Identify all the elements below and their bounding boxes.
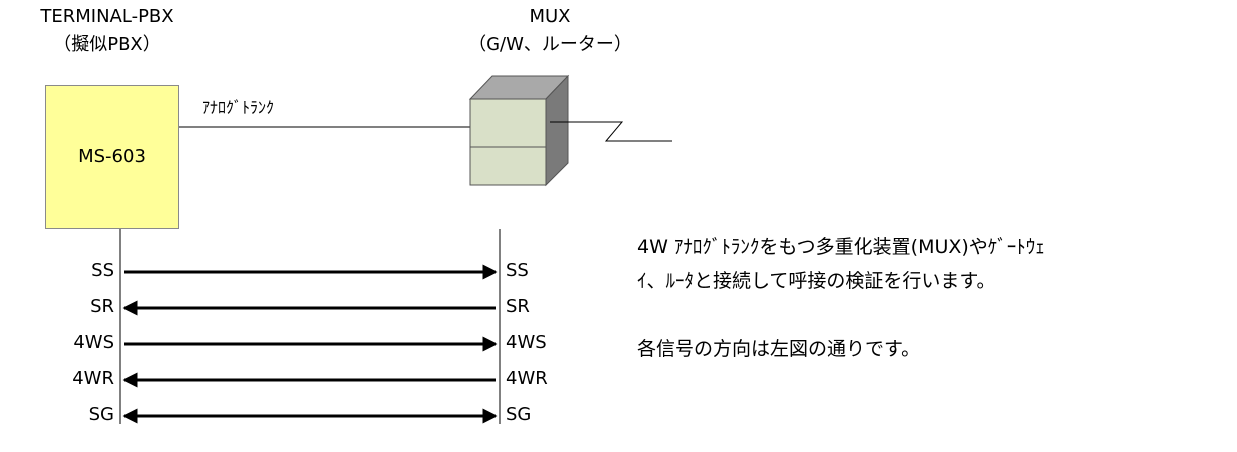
mux-title: MUX <box>529 6 571 27</box>
description-line: 各信号の方向は左図の通りです。 <box>637 338 921 360</box>
signal-right-label: SS <box>506 260 529 281</box>
signal-right-label: SR <box>506 296 530 317</box>
pbx-model-label: MS-603 <box>78 146 146 167</box>
signal-left-label: 4WR <box>72 368 114 389</box>
mux-subtitle: （G/W、ルーター） <box>468 34 632 55</box>
description-line: ｲ、ﾙｰﾀと接続して呼接の検証を行います。 <box>637 270 996 292</box>
signal-left-label: SS <box>91 260 114 281</box>
analog-trunk-label: ｱﾅﾛｸﾞﾄﾗﾝｸ <box>202 98 275 117</box>
pbx-title: TERMINAL-PBX <box>40 6 174 27</box>
signal-right-label: 4WR <box>506 368 548 389</box>
description-line: 4W ｱﾅﾛｸﾞﾄﾗﾝｸをもつ多重化装置(MUX)やｹﾞｰﾄｳｪ <box>637 236 1045 258</box>
signal-left-label: SR <box>90 296 114 317</box>
description-text: 4W ｱﾅﾛｸﾞﾄﾗﾝｸをもつ多重化装置(MUX)やｹﾞｰﾄｳｪ ｲ、ﾙｰﾀと接… <box>637 230 1227 366</box>
mux-device <box>468 74 570 187</box>
wan-link-line <box>550 121 672 142</box>
signal-left-label: SG <box>88 404 114 425</box>
mux-front-lower <box>469 146 547 186</box>
pbx-subtitle: （擬似PBX） <box>53 34 161 55</box>
signal-right-label: 4WS <box>506 332 547 353</box>
signal-left-label: 4WS <box>73 332 114 353</box>
signal-right-label: SG <box>506 404 532 425</box>
mux-front-upper <box>469 98 547 148</box>
pbx-device-box <box>45 85 179 229</box>
